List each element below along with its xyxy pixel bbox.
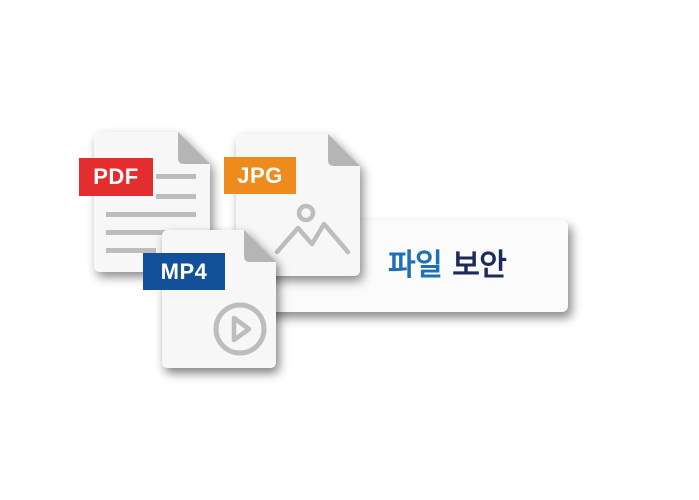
title-text: 파일 보안 (388, 246, 507, 286)
pdf-tag: PDF (79, 158, 153, 196)
title-word-file: 파일 (388, 248, 443, 283)
mp4-tag: MP4 (143, 253, 225, 290)
mp4-document (162, 230, 276, 368)
image-icon (274, 203, 351, 255)
title-word-security: 보안 (452, 248, 507, 283)
jpg-tag: JPG (224, 157, 296, 194)
pdf-label: PDF (93, 164, 139, 189)
mp4-label: MP4 (160, 259, 208, 284)
jpg-label: JPG (237, 163, 283, 188)
play-icon (213, 302, 267, 356)
